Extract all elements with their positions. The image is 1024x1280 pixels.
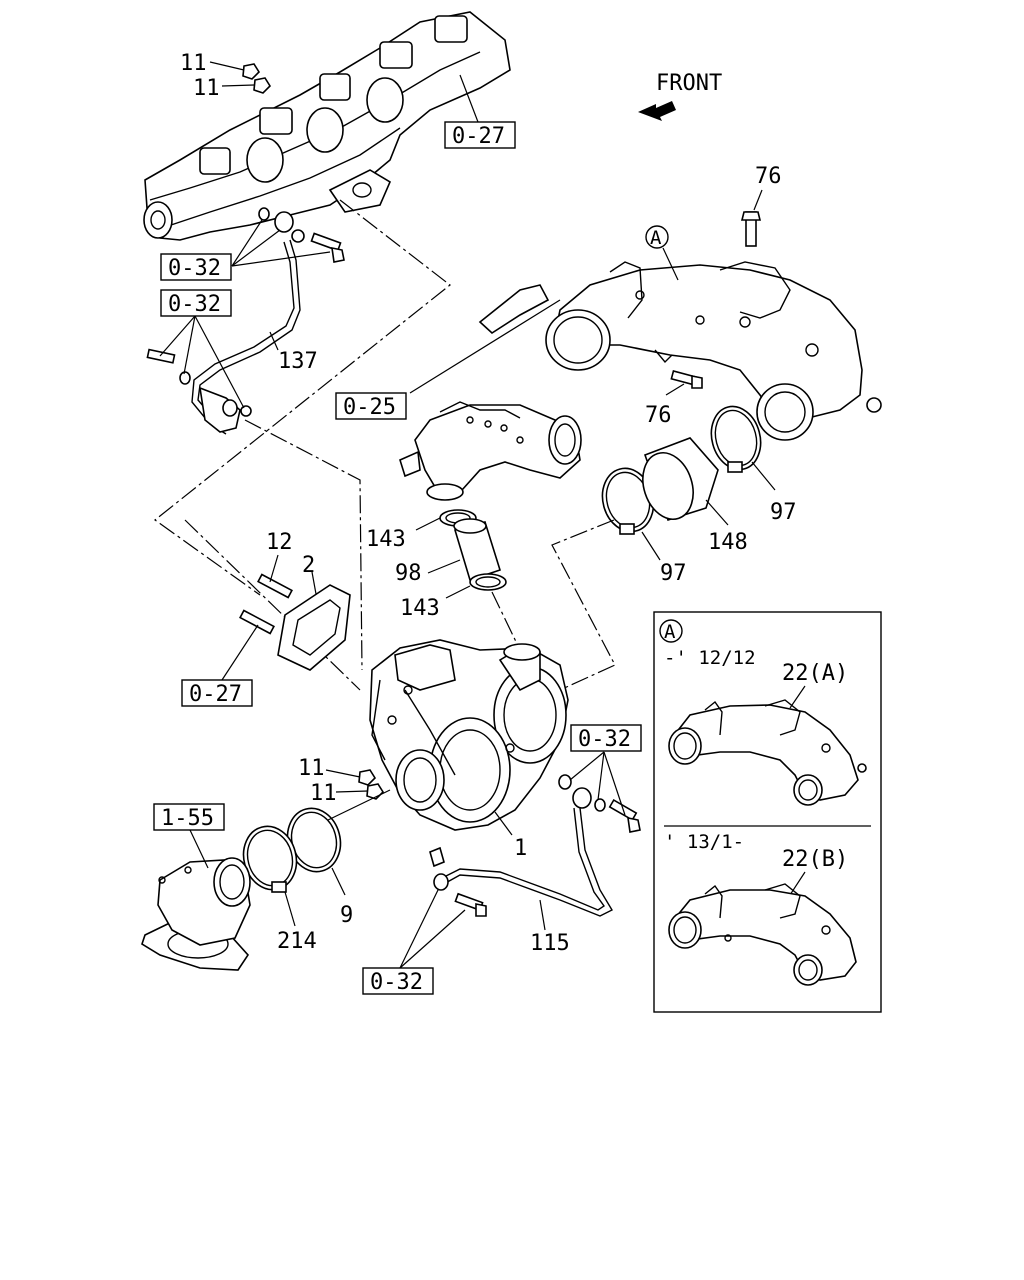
ref-0-25: 0-25 bbox=[343, 395, 396, 420]
inset-range-a: -' 12/12 bbox=[664, 647, 756, 669]
stud-lower bbox=[239, 609, 275, 635]
label-part-11-c: 11 bbox=[298, 756, 325, 781]
inset-range-b: ' 13/1- bbox=[664, 831, 744, 853]
clamp-97-lower bbox=[601, 467, 655, 535]
ref-1-55: 1-55 bbox=[161, 806, 214, 831]
ref-box-0-32-bottom[interactable] bbox=[362, 967, 434, 995]
inset-label-22a: 22(A) bbox=[782, 661, 848, 686]
nut-pair-top bbox=[209, 61, 272, 94]
label-part-1: 1 bbox=[514, 836, 527, 861]
label-part-11-a: 11 bbox=[180, 51, 207, 76]
oil-pipe-115 bbox=[429, 807, 613, 917]
hose-148 bbox=[642, 437, 719, 521]
label-part-137: 137 bbox=[278, 349, 318, 374]
ref-box-0-32-right[interactable] bbox=[570, 724, 642, 752]
intake-pipe-22a bbox=[668, 699, 867, 806]
oil-pipe-137 bbox=[191, 239, 301, 435]
label-part-2: 2 bbox=[302, 553, 315, 578]
ref-box-0-25[interactable] bbox=[335, 392, 407, 420]
label-part-97-b: 97 bbox=[770, 500, 797, 525]
inset-label-22b: 22(B) bbox=[782, 847, 848, 872]
ref-box-0-32-a[interactable] bbox=[160, 253, 232, 281]
stud-12 bbox=[257, 573, 293, 599]
front-arrow-icon bbox=[638, 101, 676, 121]
bolt-76-top bbox=[740, 211, 762, 247]
ref-0-32-bottom: 0-32 bbox=[370, 970, 423, 995]
label-part-143-a: 143 bbox=[366, 527, 406, 552]
ref-0-27-top: 0-27 bbox=[452, 124, 505, 149]
ref-0-27-left: 0-27 bbox=[189, 682, 242, 707]
clamp-97-upper bbox=[710, 405, 762, 473]
label-part-76-b: 76 bbox=[645, 403, 672, 428]
ref-box-0-27-left[interactable] bbox=[181, 679, 253, 707]
clamp-214 bbox=[242, 825, 298, 893]
ref-box-0-32-b[interactable] bbox=[160, 289, 232, 317]
turbo-outlet-elbow bbox=[399, 401, 582, 501]
ref-box-1-55[interactable] bbox=[153, 803, 225, 831]
turbocharger-1 bbox=[369, 639, 569, 831]
gasket-2 bbox=[277, 584, 351, 671]
front-label: FRONT bbox=[656, 71, 722, 96]
intake-pipe-22b bbox=[668, 883, 857, 986]
label-part-11-b: 11 bbox=[193, 76, 220, 101]
label-part-11-d: 11 bbox=[310, 781, 337, 806]
bolt-76-lower bbox=[670, 370, 703, 389]
inset-detail-a: A -' 12/12 22(A) ' 13/1- 22(B) bbox=[653, 611, 882, 1013]
intake-pipe-22 bbox=[545, 261, 882, 441]
inset-marker: A bbox=[664, 621, 676, 643]
ref-0-32-right: 0-32 bbox=[578, 727, 631, 752]
inset-callout-a bbox=[659, 619, 683, 643]
ref-box-0-27-top[interactable] bbox=[444, 121, 516, 149]
label-part-148: 148 bbox=[708, 530, 748, 555]
hose-98 bbox=[453, 518, 501, 582]
exhaust-manifold bbox=[143, 11, 511, 241]
label-part-76-a: 76 bbox=[755, 164, 782, 189]
label-part-12: 12 bbox=[266, 530, 293, 555]
callout-a-text: A bbox=[650, 227, 662, 249]
ref-0-32-b: 0-32 bbox=[168, 292, 221, 317]
label-part-115: 115 bbox=[530, 931, 570, 956]
callout-a-marker[interactable] bbox=[645, 225, 669, 249]
label-part-97-a: 97 bbox=[660, 561, 687, 586]
label-part-9: 9 bbox=[340, 903, 353, 928]
label-part-214: 214 bbox=[277, 929, 317, 954]
ref-0-32-a: 0-32 bbox=[168, 256, 221, 281]
exhaust-outlet-flange bbox=[141, 857, 251, 971]
label-part-143-b: 143 bbox=[400, 596, 440, 621]
washers-bolts-upper bbox=[146, 207, 345, 385]
label-part-98: 98 bbox=[395, 561, 422, 586]
